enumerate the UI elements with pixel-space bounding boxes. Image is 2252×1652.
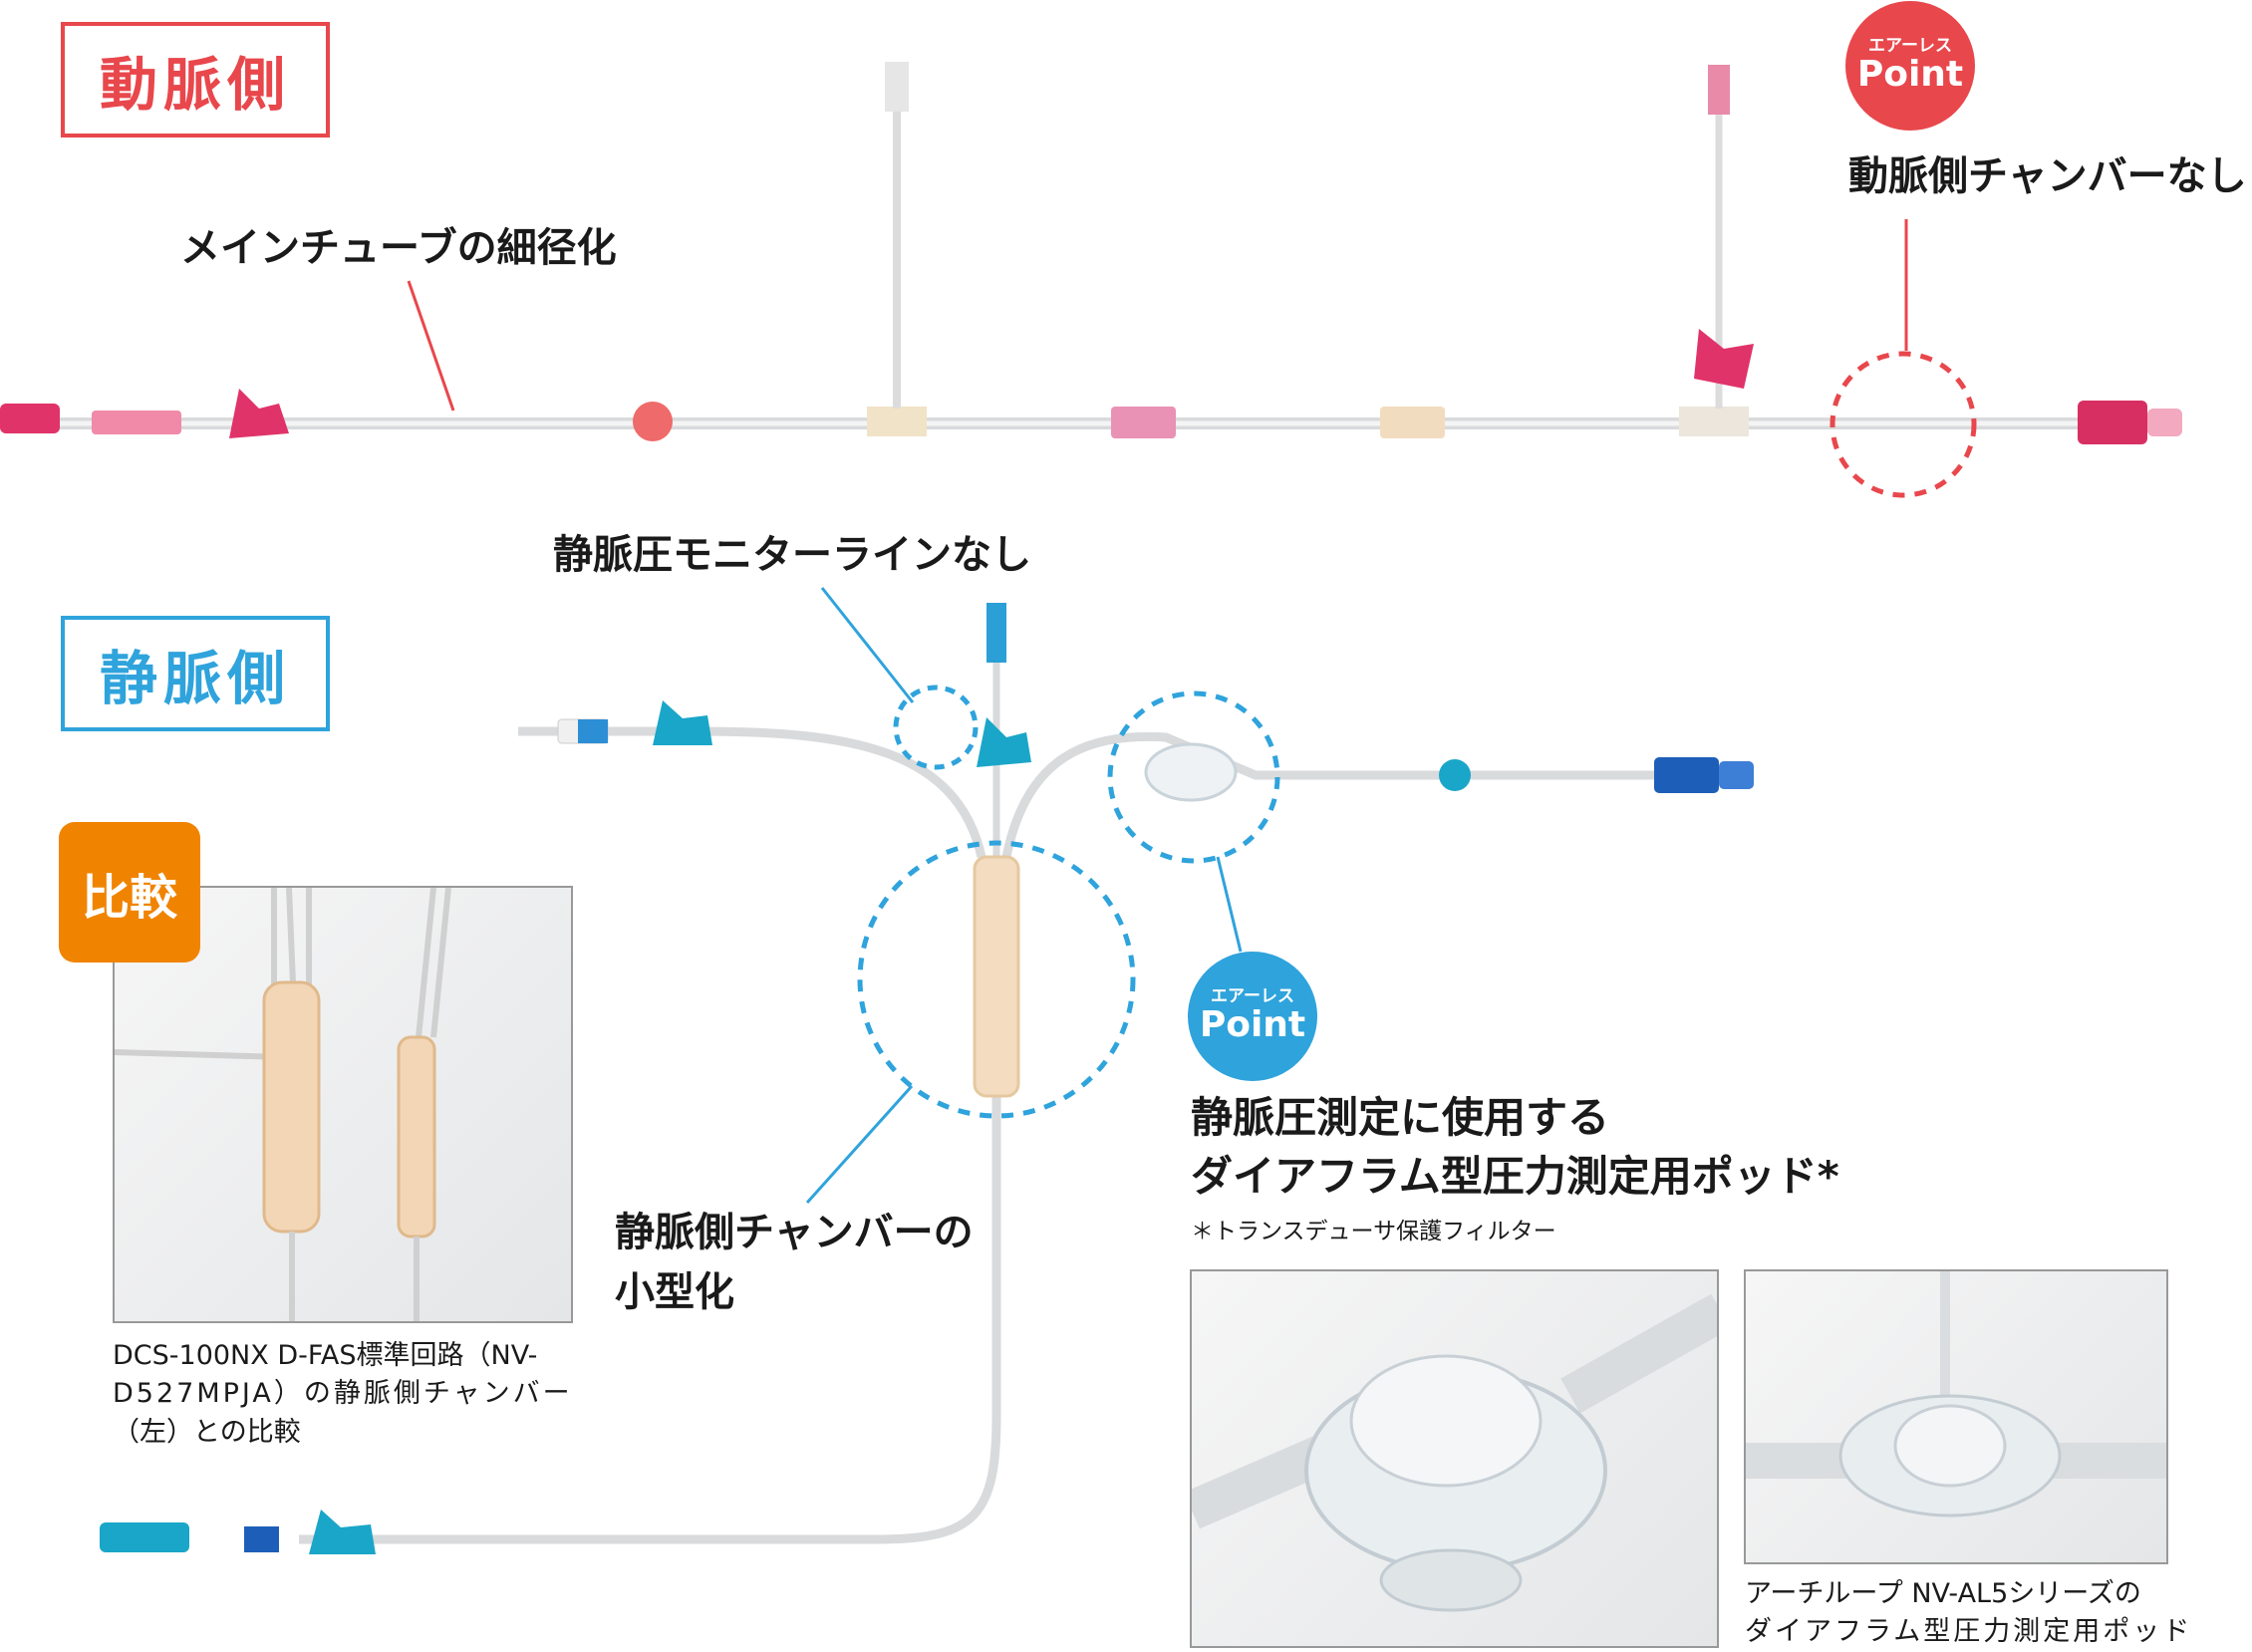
comparison-badge: 比較 xyxy=(59,822,200,963)
leader-line xyxy=(820,587,915,703)
pod-label: 静脈圧測定に使用する ダイアフラム型圧力測定用ポッド* xyxy=(1191,1089,1839,1207)
venous-chamber-label: 静脈側チャンバーの 小型化 xyxy=(615,1203,974,1322)
leader-line xyxy=(805,1084,914,1205)
arterial-circuit xyxy=(0,62,2182,444)
point-small-text: エアーレス xyxy=(1211,985,1294,1006)
arterial-chamber-label: 動脈側チャンバーなし xyxy=(1848,153,2247,199)
dashed-highlight-circle xyxy=(1830,351,1977,498)
caption-line: （左）との比較 xyxy=(113,1416,301,1448)
label-line: 静脈側チャンバーの xyxy=(615,1210,974,1255)
comparison-caption: DCS-100NX D-FAS標準回路（NV- D527MPJA）の静脈側チャン… xyxy=(113,1337,573,1452)
arterial-side-tag: 動脈側 xyxy=(61,22,330,138)
label-line: ダイアフラム型圧力測定用ポッド* xyxy=(1191,1151,1839,1201)
venous-circuit xyxy=(100,603,1754,1554)
pod-closeup-photo xyxy=(1190,1269,1719,1648)
archloop-pod-photo xyxy=(1744,1269,2168,1564)
monitor-line-label: 静脈圧モニターラインなし xyxy=(553,532,1031,578)
main-tube-label: メインチューブの細径化 xyxy=(180,225,617,271)
caption-line: アーチループ NV-AL5シリーズの xyxy=(1745,1578,2141,1609)
point-big-text: Point xyxy=(1856,53,1964,95)
leader-line xyxy=(407,280,455,412)
label-line: 静脈圧測定に使用する xyxy=(1191,1093,1610,1142)
point-big-text: Point xyxy=(1199,1003,1306,1045)
caption-line: DCS-100NX D-FAS標準回路（NV- xyxy=(113,1340,538,1371)
caption-line: ダイアフラム型圧力測定用ポッド xyxy=(1745,1616,2193,1648)
airless-point-badge: エアーレス Point xyxy=(1188,952,1317,1081)
caption-line: D527MPJA）の静脈側チャンバー xyxy=(113,1378,573,1410)
airless-point-badge: エアーレス Point xyxy=(1845,1,1975,131)
point-small-text: エアーレス xyxy=(1868,35,1952,56)
leader-line xyxy=(1216,856,1243,953)
venous-side-tag: 静脈側 xyxy=(61,616,330,731)
pod-footnote: ＊トランスデューサ保護フィルター xyxy=(1191,1219,1556,1244)
dashed-highlight-circle xyxy=(1107,690,1280,864)
dashed-highlight-circle xyxy=(857,840,1136,1119)
archloop-caption: アーチループ NV-AL5シリーズの ダイアフラム型圧力測定用ポッド xyxy=(1745,1575,2192,1652)
label-line: 小型化 xyxy=(615,1269,734,1315)
dashed-highlight-circle xyxy=(893,685,979,770)
